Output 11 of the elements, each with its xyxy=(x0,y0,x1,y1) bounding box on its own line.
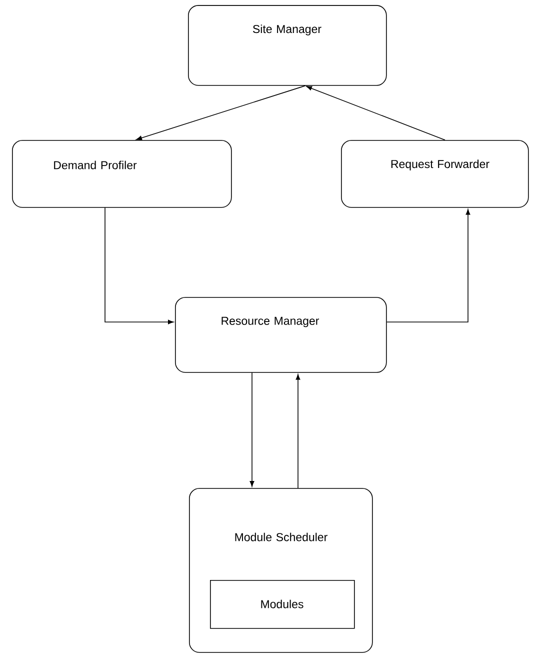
process-box: Request Forwarder xyxy=(341,140,529,208)
arrow xyxy=(250,372,254,487)
arrow xyxy=(136,85,306,140)
arrow xyxy=(296,374,300,488)
process-box: Resource Manager xyxy=(175,297,387,373)
process-box: Site Manager xyxy=(188,5,387,86)
arrow xyxy=(306,86,446,140)
process-box: Demand Profiler xyxy=(12,140,232,208)
inner-box: Modules xyxy=(210,580,355,629)
arrow xyxy=(104,207,174,324)
arrow xyxy=(386,209,470,322)
